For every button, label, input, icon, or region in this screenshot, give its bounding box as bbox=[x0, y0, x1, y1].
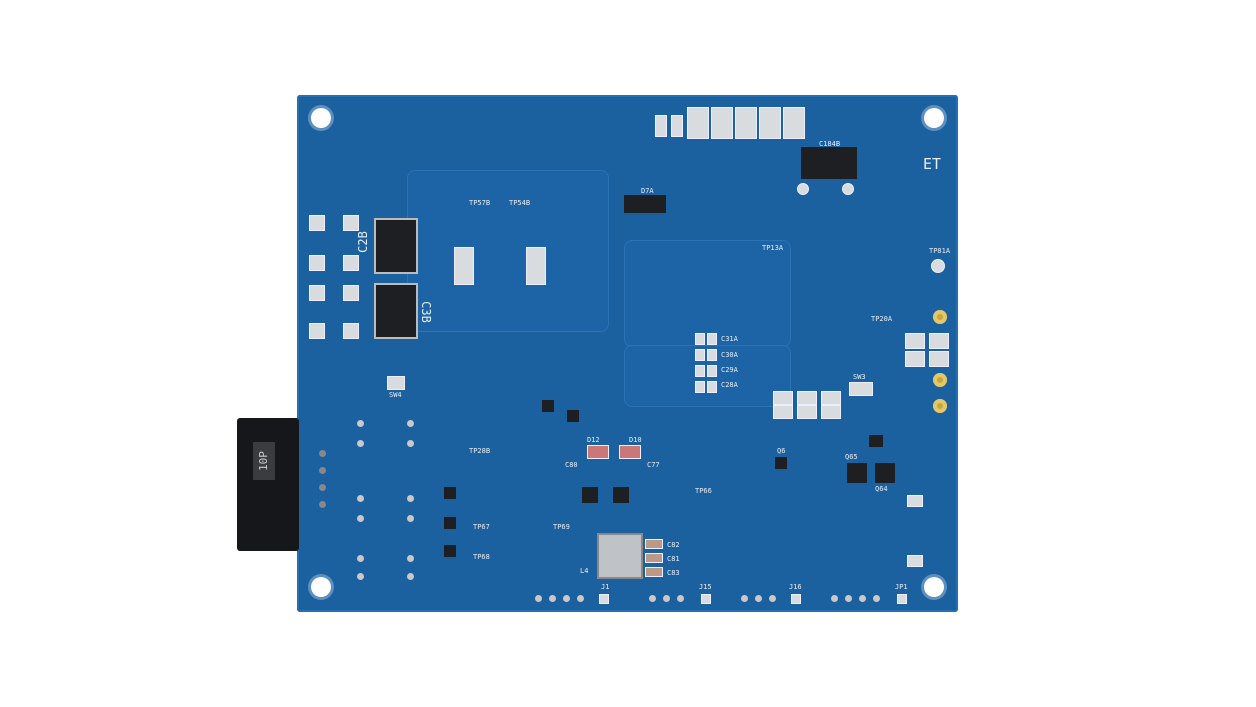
mounting-hole bbox=[924, 577, 944, 597]
silk-c3b: C3B bbox=[418, 301, 433, 323]
silk-sw3: SW3 bbox=[853, 373, 866, 381]
silk-tp28b: TP28B bbox=[469, 447, 491, 455]
silk-tp69: TP69 bbox=[553, 523, 570, 531]
diode bbox=[624, 195, 666, 213]
10-pin-connector: 10P bbox=[237, 418, 299, 551]
mounting-hole bbox=[924, 108, 944, 128]
silk-l4: L4 bbox=[580, 567, 589, 575]
silk-jp1: JP1 bbox=[895, 583, 908, 591]
silk-d7a: D7A bbox=[641, 187, 654, 195]
silk-j1: J1 bbox=[601, 583, 610, 591]
diode-c184b bbox=[801, 147, 857, 179]
silk-q64: Q64 bbox=[875, 485, 888, 493]
mounting-hole bbox=[311, 577, 331, 597]
silk-c28a: C28A bbox=[721, 381, 738, 389]
silk-tp20a: TP20A bbox=[871, 315, 893, 323]
copper-pour bbox=[407, 170, 609, 332]
mosfet bbox=[374, 218, 418, 274]
silk-tp66: TP66 bbox=[695, 487, 712, 495]
copper-pour bbox=[624, 240, 791, 347]
silk-tp81a: TP81A bbox=[929, 247, 951, 255]
silk-c80: C80 bbox=[565, 461, 578, 469]
silk-c83: C83 bbox=[667, 569, 680, 577]
silk-j16: J16 bbox=[789, 583, 802, 591]
silk-d12: D12 bbox=[587, 436, 600, 444]
silk-et: ET bbox=[923, 155, 942, 173]
mosfet bbox=[374, 283, 418, 339]
silk-d10: D10 bbox=[629, 436, 642, 444]
silk-tp13a: TP13A bbox=[762, 244, 784, 252]
pcb-board: C2B C3B TP57B TP54B D7A C184B ET TP13A T… bbox=[297, 95, 958, 612]
silk-c31a: C31A bbox=[721, 335, 738, 343]
silk-c29a: C29A bbox=[721, 366, 738, 374]
silk-tp67: TP67 bbox=[473, 523, 490, 531]
silk-c2b: C2B bbox=[355, 231, 370, 253]
silk-c30a: C30A bbox=[721, 351, 738, 359]
silk-c77: C77 bbox=[647, 461, 660, 469]
connector-label: 10P bbox=[253, 442, 275, 480]
silk-c81: C81 bbox=[667, 555, 680, 563]
mounting-hole bbox=[311, 108, 331, 128]
silk-q65: Q65 bbox=[845, 453, 858, 461]
inductor-l4 bbox=[597, 533, 643, 579]
silk-sw4: SW4 bbox=[389, 391, 402, 399]
silk-tp57b: TP57B bbox=[469, 199, 491, 207]
silk-j15: J15 bbox=[699, 583, 712, 591]
silk-q6: Q6 bbox=[777, 447, 786, 455]
silk-tp68: TP68 bbox=[473, 553, 490, 561]
silk-c184b: C184B bbox=[819, 140, 841, 148]
silk-c82: C82 bbox=[667, 541, 680, 549]
silk-tp54b: TP54B bbox=[509, 199, 531, 207]
